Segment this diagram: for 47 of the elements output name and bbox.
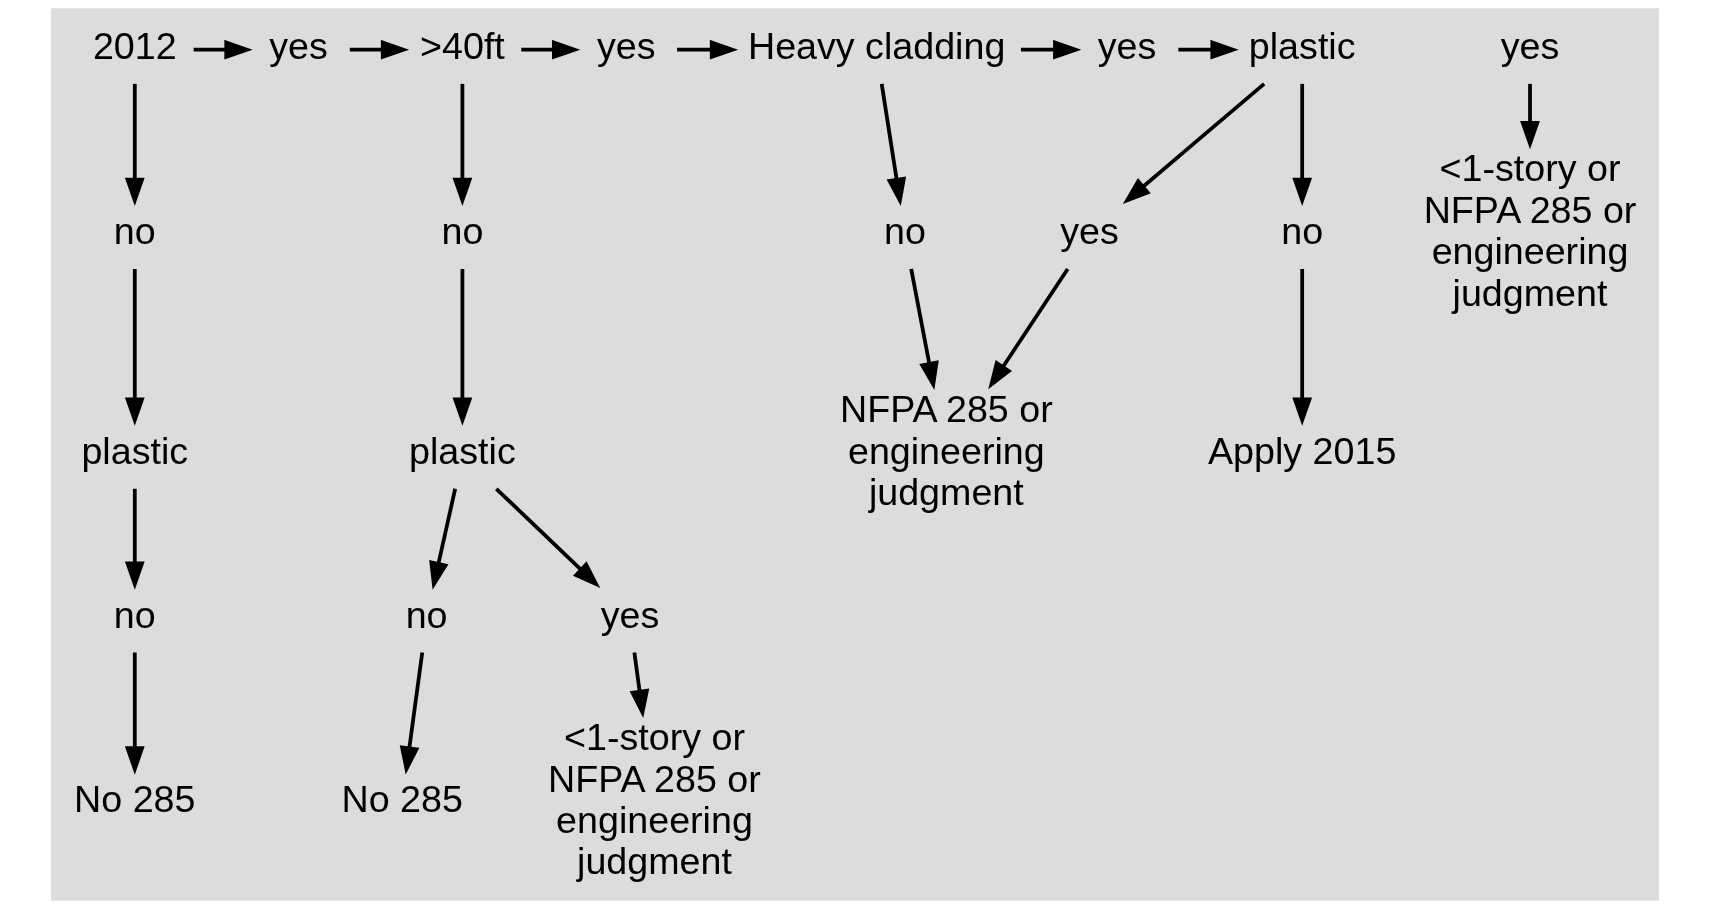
arrow <box>1178 39 1239 60</box>
arrow <box>349 39 410 60</box>
arrow <box>521 39 581 60</box>
arrow <box>1520 83 1540 150</box>
node-text: <1-story or NFPA 285 or engineering judgment <box>1423 147 1637 314</box>
node-text: plastic <box>1248 25 1356 68</box>
node-text: >40ft <box>420 25 505 68</box>
arrow <box>429 488 458 590</box>
arrow <box>1292 83 1313 206</box>
node-text: no <box>1281 209 1324 252</box>
node-text: NFPA 285 or engineering judgment <box>839 388 1053 514</box>
arrow <box>193 39 253 60</box>
arrow <box>1020 39 1082 60</box>
arrow <box>1292 269 1313 426</box>
node-text: no <box>405 593 448 636</box>
arrow <box>452 269 473 426</box>
node-text: no <box>113 593 156 636</box>
arrow <box>124 652 145 775</box>
arrow <box>124 488 145 590</box>
node-text: yes <box>596 25 656 68</box>
node-text: Heavy cladding <box>747 25 1006 68</box>
arrow <box>879 83 907 206</box>
node-text: no <box>441 209 484 252</box>
arrow <box>452 83 473 206</box>
node-text: yes <box>600 593 660 636</box>
node-text: 2012 <box>92 25 177 68</box>
node-text: yes <box>269 25 328 68</box>
node-text: <1-story or NFPA 285 or engineering judgment <box>548 716 761 883</box>
node-text: plastic <box>81 429 189 472</box>
node-text: no <box>883 209 926 252</box>
node-text: No 285 <box>341 778 463 821</box>
node-text: yes <box>1097 25 1157 68</box>
arrow <box>629 652 650 718</box>
arrow <box>399 652 425 775</box>
node-text: plastic <box>409 429 516 472</box>
arrow <box>677 39 739 60</box>
arrow <box>909 268 939 390</box>
arrow <box>988 267 1070 390</box>
arrow <box>1122 82 1266 204</box>
node-text: Apply 2015 <box>1208 429 1397 472</box>
arrow <box>124 269 145 426</box>
node-text: No 285 <box>74 778 196 821</box>
node-text: yes <box>1500 25 1560 68</box>
arrow <box>495 487 601 588</box>
node-text: no <box>113 209 156 252</box>
node-text: yes <box>1060 209 1119 252</box>
arrow <box>124 83 145 206</box>
